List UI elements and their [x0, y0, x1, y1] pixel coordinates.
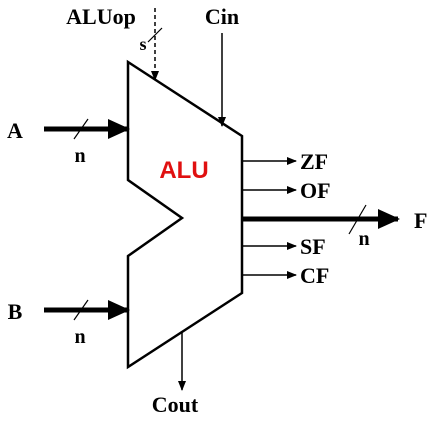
aluop-width-label: s: [139, 34, 146, 54]
result-f-slash: [348, 204, 367, 235]
alu-label: ALU: [159, 157, 208, 184]
sf-label: SF: [300, 234, 326, 259]
aluop-slash: [147, 27, 163, 43]
input-a-label: A: [7, 118, 23, 143]
of-label: OF: [300, 178, 331, 203]
input-a-width-label: n: [74, 145, 85, 167]
cf-label: CF: [300, 263, 329, 288]
cout-label: Cout: [152, 392, 199, 417]
cin-label: Cin: [205, 4, 239, 29]
input-b-label: B: [8, 299, 23, 324]
alu-body: [126, 59, 244, 370]
input-b-slash: [73, 299, 89, 321]
aluop-label: ALUop: [66, 4, 136, 29]
result-f-label: F: [414, 208, 427, 233]
input-b-width-label: n: [74, 326, 85, 348]
zf-label: ZF: [300, 149, 328, 174]
result-f-width-label: n: [358, 228, 369, 250]
input-a-slash: [73, 118, 89, 140]
